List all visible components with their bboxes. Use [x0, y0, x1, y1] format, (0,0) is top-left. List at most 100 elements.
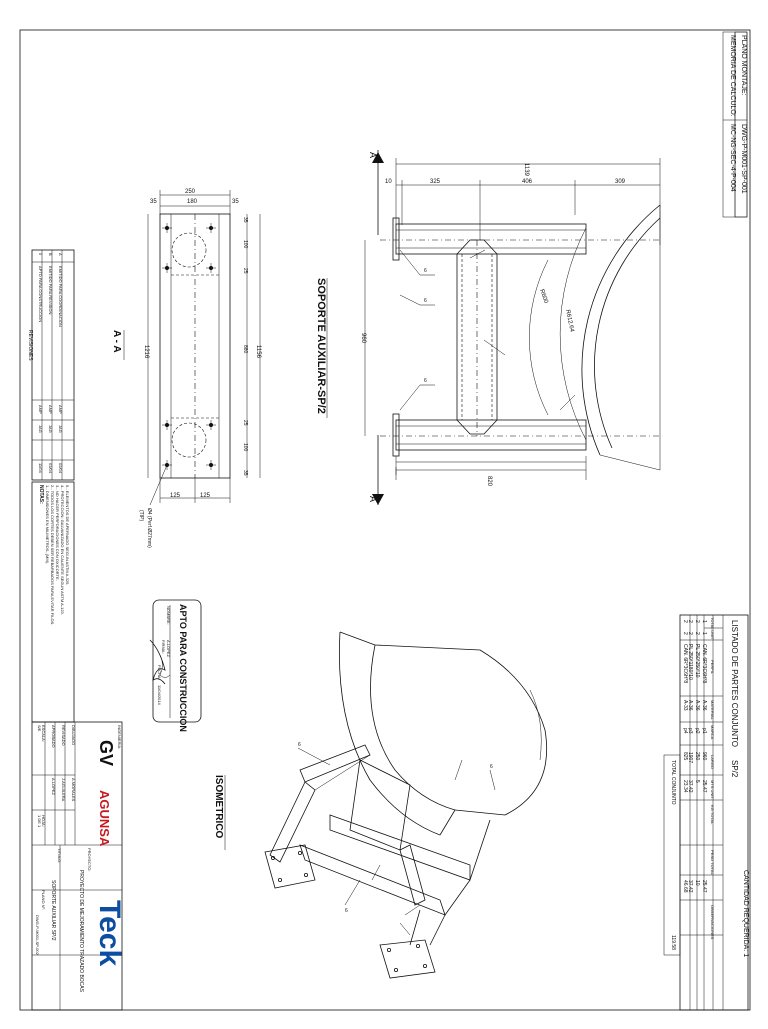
sec-dim-right: 1156 — [255, 345, 261, 359]
dim-10: 10 — [385, 179, 392, 185]
col-peso-total: PESO TOTAL — [710, 850, 715, 875]
isometric-title: ISOMETRICO — [213, 775, 224, 839]
row2-marca: p2 — [694, 728, 700, 734]
proyecto-label: PROYECTO: — [87, 848, 92, 872]
stamp-row3-val: 11/04/2014 — [157, 685, 162, 705]
dim-bottom: 820 — [486, 476, 492, 487]
proyecto-value: PROYECTO DE MEJORAMIENTO TRAZADO BOCAS — [78, 870, 84, 993]
note-line-5: 5.- ELEMENTOS DE APERNADO SEGUN ASTM A-3… — [65, 485, 70, 585]
header-line1-value: DWG-P-M001-SP-001 — [740, 124, 747, 194]
row4-total: 2 — [682, 620, 688, 623]
stamp-row2: FIRMA: — [161, 640, 166, 654]
row1-total: 1 — [701, 620, 707, 623]
titulo-label: TITULO: — [57, 848, 62, 863]
titulo-value: SOPORTE AUXILIAR SP/2 — [50, 880, 56, 941]
weld-mark-6: 6 — [345, 908, 348, 914]
header-line2: MEMORIA DE CALCULO: — [729, 35, 736, 117]
hole-note: Ø4 (Perf.Ø27mm) — [146, 508, 152, 548]
row1-largo: 960 — [701, 752, 707, 761]
rev-row1-rev: 0 — [38, 253, 43, 256]
col-mts-unit: MTS UNIT. — [710, 780, 715, 800]
note-line-2: 2.- TODOS LOS CORTES DEBEN SER REBARBADO… — [50, 485, 55, 625]
weld-mark-2: 6 — [424, 298, 427, 304]
row2-unit: 2 — [694, 632, 700, 635]
rev-row2-by: AMP — [48, 405, 53, 414]
rev-row3-date: 02/04 — [58, 463, 63, 474]
row1-material: A-36 — [701, 700, 707, 711]
dim-309: 309 — [615, 179, 626, 185]
parts-qty-required: CANTIDAD REQUERIDA: 1 — [742, 870, 749, 957]
col-marca: MARCA — [710, 725, 715, 740]
dim-overall: 1139 — [523, 163, 529, 177]
sec-dim-bot1: 125 — [170, 493, 181, 499]
plano-label: PLANO N°: — [41, 890, 46, 910]
section-marker-a-top: A — [368, 152, 378, 158]
revisions-table: REVISIONES APTO PARA CONSTRUCCION EMITID… — [27, 249, 75, 481]
weld-mark-5: 6 — [490, 764, 493, 770]
row4-m-unit: 23.34 — [682, 780, 688, 793]
hole-note-2: (TIP) — [138, 510, 144, 521]
rev-row3-rev: A — [58, 253, 63, 256]
logo-agunsa: AGUNSA — [97, 790, 112, 847]
role-dibujo: DIBUJADO — [71, 725, 76, 745]
stamp-row1-val: A.LOPEZ — [166, 640, 171, 657]
sec-dim-left: 1216 — [143, 345, 149, 359]
front-view: A A 1139 10 325 406 309 — [360, 150, 661, 505]
row1-m-unit: 25.47 — [701, 780, 707, 793]
rev-row2-rev: B — [48, 253, 53, 256]
col-perfil: PERFIL — [710, 660, 715, 675]
rev-row1-desc: APTO PARA CONSTRUCCION — [38, 266, 43, 322]
radius-r600: R600 — [538, 289, 549, 305]
rev-title: REVISIONES — [27, 330, 33, 361]
header-line2-value: MC-NG-SEC-4-P-004 — [729, 124, 736, 192]
row3-m-unit: 37.42 — [687, 780, 693, 793]
logo-gv: GV — [96, 740, 116, 766]
isometric-view: 6 6 6 — [264, 631, 548, 979]
row4-marca: p4 — [682, 728, 688, 734]
approval-stamp: APTO PARA CONSTRUCCION NOMBRE: A.LOPEZ F… — [149, 599, 202, 732]
sec-dim-35b: 35 — [232, 199, 239, 205]
row4-perfil: CAN. 6R*3C6H*8 — [682, 644, 688, 683]
row2-material: A-36 — [694, 700, 700, 711]
bolt-holes — [162, 223, 216, 470]
rev-row2-date: 03/04 — [48, 463, 53, 474]
row4-material: A-33 — [682, 700, 688, 711]
rev-row3-by: AMP — [58, 405, 63, 414]
sec-dim-r35a: 35 — [242, 217, 248, 223]
sec-dim-180: 180 — [187, 199, 198, 205]
role-aprobo: APROBADO — [51, 725, 56, 748]
col-material: MATERIAL — [710, 700, 715, 720]
title-block: INGENIERIA: GV AGUNSA DIBUJADO REVISADO … — [31, 721, 126, 1011]
plano-value: DWG-P-M001-SP-002 — [35, 915, 40, 956]
signature — [149, 639, 166, 685]
row1-perfil: CAN. 6R*3C6H*8 — [701, 644, 707, 683]
dim-height: 960 — [360, 333, 366, 344]
row2-m-unit: 5 — [694, 780, 700, 783]
radius-r612: R612.64 — [564, 309, 575, 333]
rev-row3-desc: EMITIDO PARA COORDINACION — [58, 266, 63, 327]
rev-row1-chk: JAG — [38, 425, 43, 433]
row2-peso: 10 — [694, 880, 700, 886]
teck-logo: Teck — [93, 900, 126, 966]
dim-406: 406 — [522, 179, 533, 185]
main-view-title: SOPORTE AUXILIAR-SP/2 — [315, 278, 327, 414]
row3-material: A-36 — [687, 700, 693, 711]
notes-title: NOTAS: — [38, 485, 44, 504]
row1-marca: p1 — [701, 728, 707, 734]
escala-label: ESCALA: — [41, 725, 46, 742]
row3-total: 2 — [687, 620, 693, 623]
sec-dim-r25b: 25 — [242, 420, 248, 426]
parts-list: LISTADO DE PARTES CONJUNTO SP/2 CANTIDAD… — [663, 614, 749, 1011]
row3-marca: p3 — [687, 728, 693, 734]
ingenieria-label: INGENIERIA: — [117, 725, 122, 749]
sec-dim-r25a: 25 — [242, 268, 248, 274]
col-unit: UNIT — [710, 630, 715, 640]
row4-peso: 46.68 — [682, 880, 688, 893]
rev-row2-chk: JAG — [48, 425, 53, 433]
hoja-value: 1 DE 1 — [37, 815, 42, 828]
notes-block: NOTAS: 1.- DIMENSIONES EN MILIMETROS, (M… — [31, 481, 75, 723]
section-marker-a-bottom: A — [368, 496, 378, 502]
name-3: A.LOPEZ — [51, 778, 56, 795]
weld-mark-1: 6 — [424, 268, 427, 274]
row3-perfil: PL 250*1180*10 — [687, 644, 693, 680]
